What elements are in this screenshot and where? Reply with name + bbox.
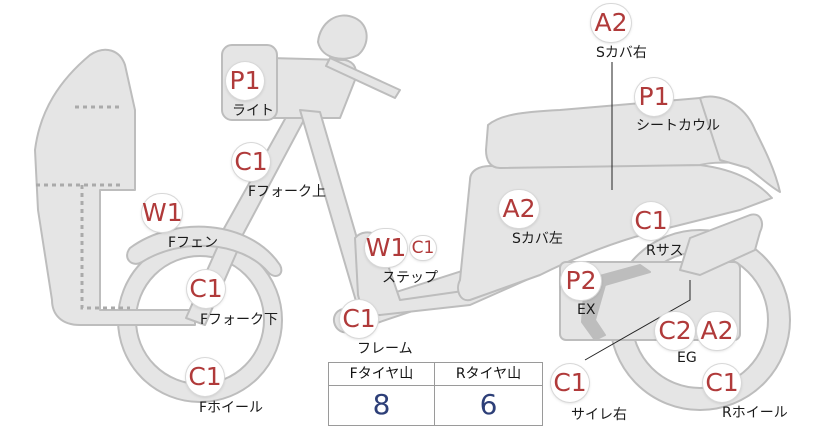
- grade-badge-f-fork-lower: C1: [187, 270, 225, 308]
- label-f-fork-upper: Fフォーク上: [248, 184, 327, 200]
- label-f-wheel: Fホイール: [199, 400, 264, 416]
- rear-tire-tread-header: Rタイヤ山: [435, 363, 542, 386]
- table-divider: [434, 363, 435, 425]
- label-f-fender: Fフェン: [168, 235, 219, 251]
- label-muffler-right: サイレ右: [571, 407, 627, 423]
- front-tire-tread-value: 8: [372, 388, 391, 421]
- grade-badge-step: W1: [365, 229, 407, 267]
- rear-tire-tread-value: 6: [479, 388, 498, 421]
- grade-badge-r-suspension: C1: [632, 202, 670, 240]
- tail-cowl: [699, 95, 781, 193]
- grade-badge-s-cover-left: A2: [499, 190, 539, 228]
- label-exhaust: EX: [577, 302, 596, 318]
- leader-exhaust: [584, 280, 691, 361]
- tire-tread-table: Fタイヤ山 Rタイヤ山 8 6: [328, 362, 543, 426]
- grade-badge-f-fender: W1: [142, 194, 183, 232]
- grade-badge-s-cover-right: A2: [591, 4, 631, 42]
- grade-badge-light: P1: [226, 62, 264, 100]
- label-step: ステップ: [382, 270, 438, 286]
- label-r-suspension: Rサス: [646, 243, 684, 259]
- grade-badge-engine: C2: [655, 312, 695, 350]
- grade-badge-f-wheel: C1: [186, 358, 224, 396]
- front-fender: [126, 225, 283, 277]
- label-frame: フレーム: [357, 341, 413, 357]
- label-seat-cowl: シートカウル: [636, 118, 720, 134]
- grade-badge-frame: C1: [340, 300, 378, 338]
- mirror-stem: [325, 57, 401, 99]
- label-s-cover-left: Sカバ左: [512, 231, 563, 247]
- rear-suspension: [679, 213, 763, 276]
- grade-badge-f-fork-upper: C1: [232, 143, 270, 181]
- grade-badge-muffler-right: C1: [551, 364, 589, 402]
- mirror: [317, 14, 368, 60]
- label-s-cover-right: Sカバ右: [596, 45, 647, 61]
- label-engine: EG: [677, 350, 697, 366]
- leg-shield: [34, 48, 196, 326]
- grade-badge-engine-extra: A2: [697, 312, 737, 350]
- grade-badge-seat-cowl: P1: [635, 78, 673, 116]
- label-light: ライト: [232, 103, 274, 119]
- grade-badge-r-wheel: C1: [703, 364, 741, 402]
- grade-badge-exhaust: P2: [561, 262, 601, 300]
- grade-badge-step-extra: C1: [410, 236, 436, 260]
- label-r-wheel: Rホイール: [722, 405, 788, 421]
- label-f-fork-lower: Fフォーク下: [200, 312, 279, 328]
- front-tire-tread-header: Fタイヤ山: [329, 363, 434, 386]
- shield-section-line-3: [80, 185, 130, 310]
